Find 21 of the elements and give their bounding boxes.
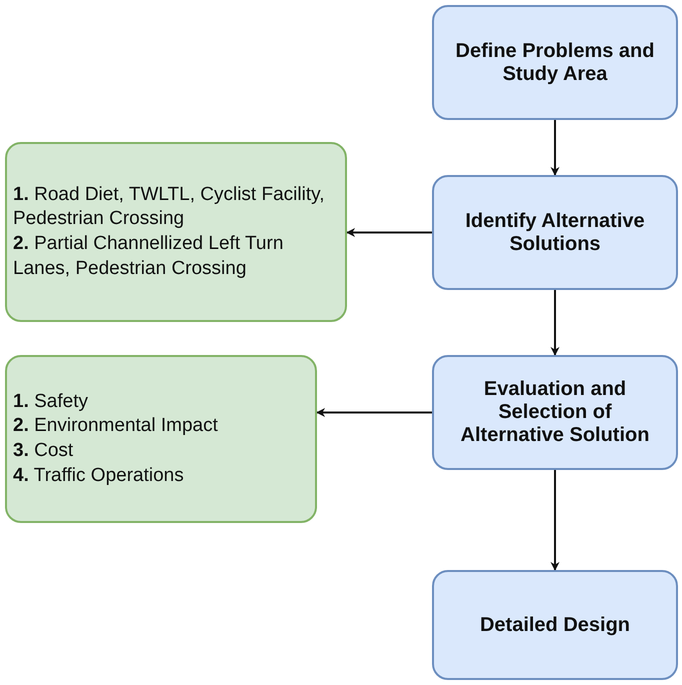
list-item: 2. Partial Channellized Left Turn Lanes, Pedestrian Crossing (13, 232, 284, 281)
arrow (550, 290, 560, 356)
list-item: 1. Road Diet, TWLTL, Cyclist Facility, Pedestrian Crossing (13, 182, 326, 232)
process-box (432, 355, 678, 470)
arrow (550, 120, 560, 176)
arrow (346, 228, 432, 237)
step-label: Detailed Design (480, 614, 630, 636)
note-box (5, 142, 347, 322)
process-box (432, 570, 678, 680)
process-box (432, 5, 678, 120)
note-box (5, 355, 317, 523)
list-item: 3. Cost (13, 439, 74, 463)
list-item: 4. Traffic Operations (13, 464, 184, 488)
list-item: 1. Safety (13, 390, 88, 414)
process-box (432, 175, 678, 290)
step-label: Identify Alternative Solutions (464, 210, 646, 256)
arrow (550, 470, 560, 571)
arrow (316, 408, 432, 417)
step-label: Evaluation and Selection of Alternative Solution (460, 378, 650, 447)
list-item: 2. Environmental Impact (13, 414, 218, 438)
step-label: Define Problems and Study Area (454, 40, 656, 86)
